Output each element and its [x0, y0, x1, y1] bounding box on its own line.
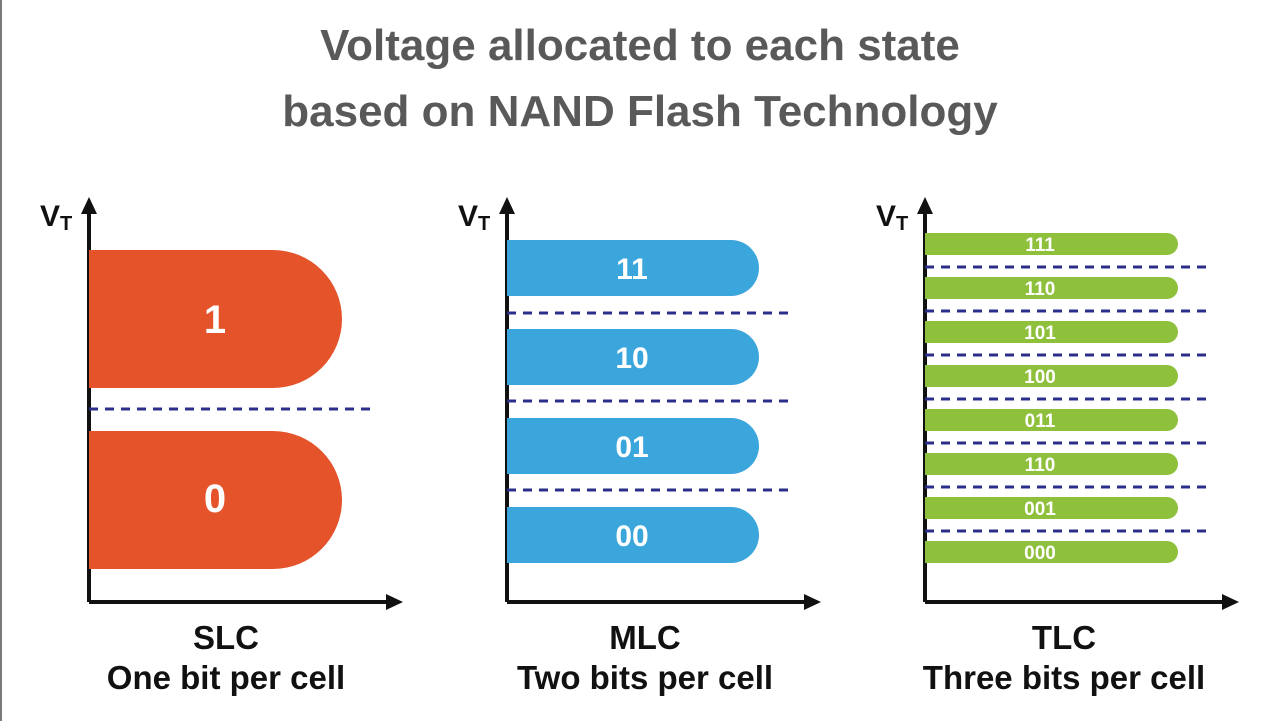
slc-state-0-label: 0	[204, 477, 226, 521]
title-line-2: based on NAND Flash Technology	[282, 87, 998, 136]
tlc-name: TLC	[1031, 619, 1097, 656]
slc-x-arrowhead	[386, 594, 403, 610]
mlc-description: Two bits per cell	[516, 659, 774, 696]
slc-state-1-label: 1	[204, 298, 226, 342]
tlc-x-arrowhead	[1222, 594, 1239, 610]
mlc-state-01-shape	[507, 418, 759, 474]
mlc-state-00-shape	[507, 507, 759, 563]
tlc-state-100-label: 100	[1024, 367, 1056, 388]
tlc-state-011-bar	[925, 409, 1178, 431]
tlc-state-101-label: 101	[1024, 323, 1056, 344]
tlc-state-100-bar	[925, 365, 1178, 387]
mlc-x-arrowhead	[804, 594, 821, 610]
tlc-y-arrowhead	[917, 197, 933, 214]
slc-name: SLC	[193, 619, 259, 656]
slc-y-arrowhead	[81, 197, 97, 214]
tlc-state-111-label: 111	[1025, 235, 1055, 256]
slc-description: One bit per cell	[106, 659, 346, 696]
mlc-state-00-label: 00	[615, 520, 648, 553]
mlc-state-10-shape	[507, 329, 759, 385]
mlc-caption: MLC Two bits per cell	[455, 618, 835, 698]
mlc-name: MLC	[609, 619, 681, 656]
tlc-state-111-bar	[925, 233, 1178, 255]
tlc-state-001-label: 001	[1024, 499, 1056, 520]
tlc-axis-label: VT	[876, 200, 908, 235]
tlc-state-110b-label: 110	[1025, 455, 1056, 476]
tlc-state-101-bar	[925, 321, 1178, 343]
tlc-state-000-bar	[925, 541, 1178, 563]
mlc-axis-label: VT	[458, 200, 490, 235]
tlc-state-001-bar	[925, 497, 1178, 519]
title-line-1: Voltage allocated to each state	[320, 21, 960, 70]
mlc-state-11-label: 11	[616, 253, 648, 286]
mlc-state-11-shape	[507, 240, 759, 296]
left-border-line	[0, 0, 2, 721]
tlc-state-110-bar	[925, 277, 1178, 299]
tlc-state-011-label: 011	[1025, 411, 1056, 432]
tlc-state-110-label: 110	[1025, 279, 1056, 300]
tlc-state-000-label: 000	[1024, 543, 1056, 564]
slc-axis-label: VT	[40, 200, 72, 235]
mlc-panel: VT 11 10 01 00	[458, 197, 821, 610]
slc-caption: SLC One bit per cell	[36, 618, 416, 698]
mlc-y-arrowhead	[499, 197, 515, 214]
slc-state-1-shape	[89, 250, 342, 388]
tlc-panel: VT 111 110 101 100 011 110 001 000	[876, 197, 1239, 610]
tlc-caption: TLC Three bits per cell	[874, 618, 1254, 698]
slc-panel: VT 1 0	[40, 197, 403, 610]
tlc-state-110b-bar	[925, 453, 1178, 475]
tlc-description: Three bits per cell	[922, 659, 1206, 696]
slc-state-0-shape	[89, 431, 342, 569]
mlc-state-10-label: 10	[615, 342, 648, 375]
mlc-state-01-label: 01	[615, 431, 648, 464]
